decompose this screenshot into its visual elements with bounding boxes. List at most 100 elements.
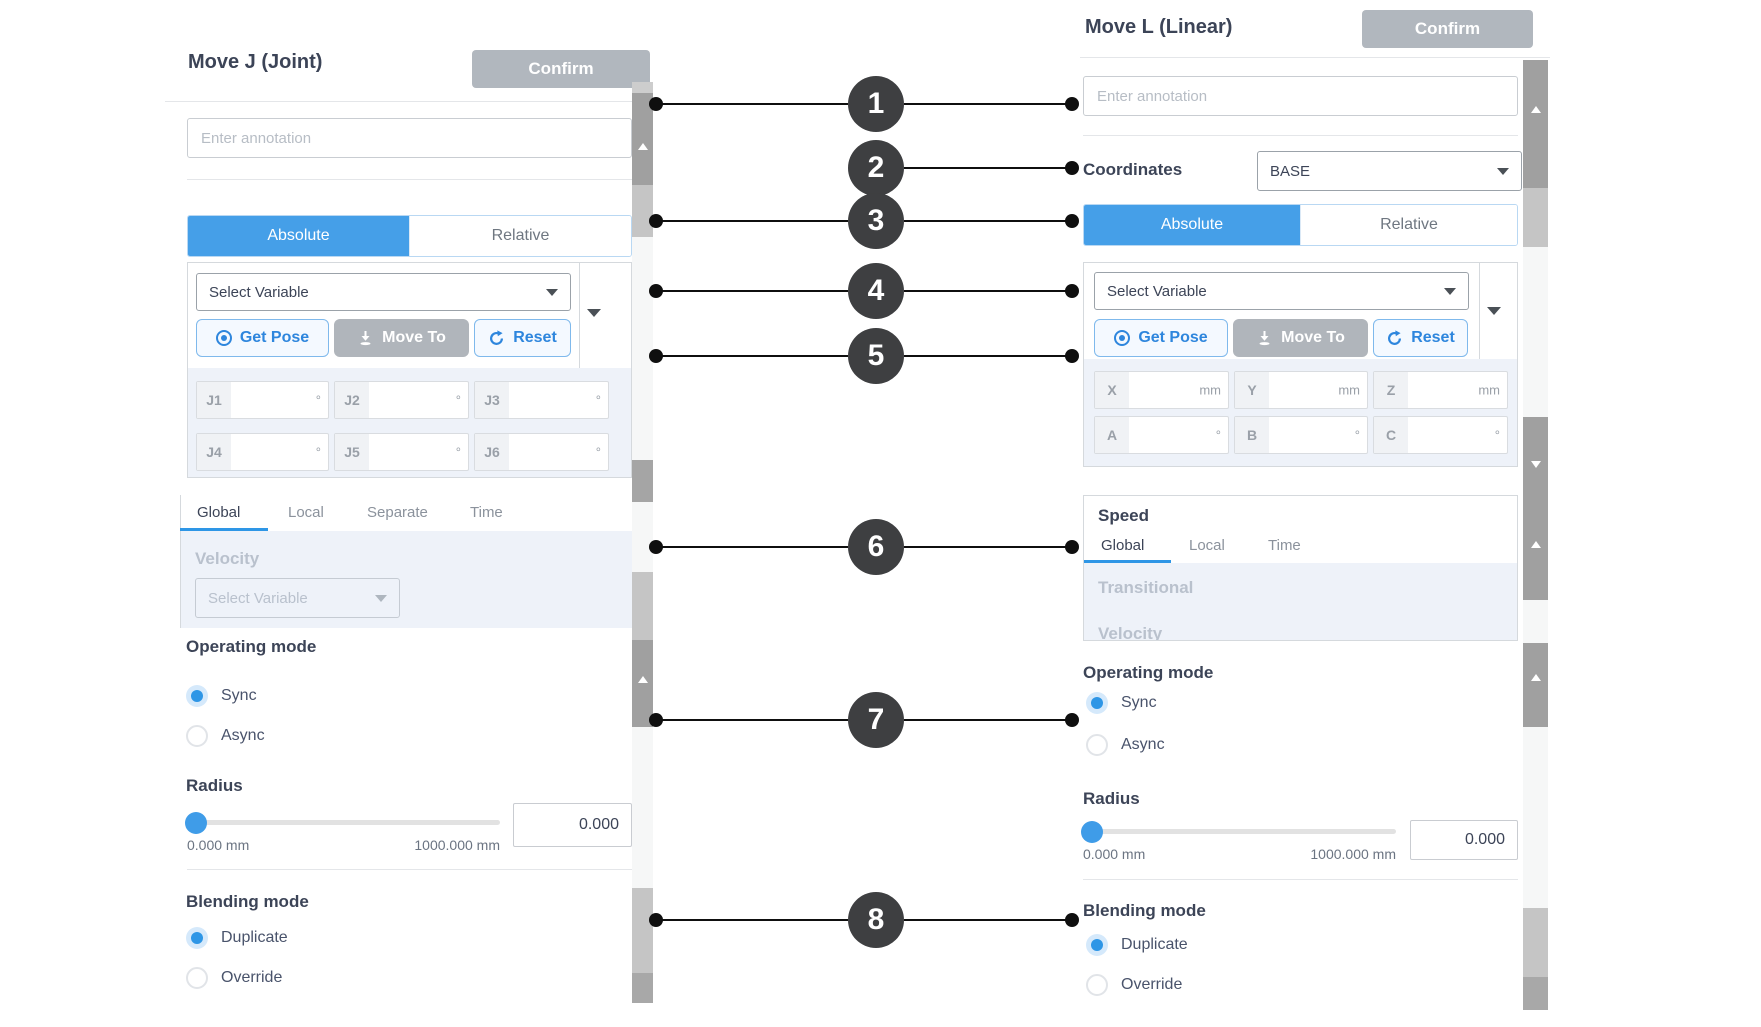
radius-value-input[interactable]: 0.000	[513, 803, 632, 847]
pose-variable-box: Select Variable Get Pose Move To Reset J…	[187, 262, 632, 478]
speed-tab-time[interactable]: Time	[470, 504, 503, 521]
async-option[interactable]: Async	[186, 724, 265, 748]
z-input[interactable]	[1412, 373, 1479, 409]
scroll-up-icon	[637, 676, 648, 683]
c-input[interactable]	[1412, 418, 1479, 454]
duplicate-option[interactable]: Duplicate	[1086, 933, 1188, 957]
tab-relative[interactable]: Relative	[409, 216, 631, 256]
scrollbar-thumb[interactable]	[632, 640, 653, 727]
coordinates-select[interactable]: BASE	[1257, 151, 1522, 191]
override-option[interactable]: Override	[1086, 973, 1182, 997]
override-radio[interactable]	[186, 967, 208, 989]
move-to-button[interactable]: Move To	[334, 319, 469, 357]
speed-box: Speed Global Local Time Transitional Vel…	[1083, 495, 1518, 641]
confirm-button[interactable]: Confirm	[1362, 10, 1533, 48]
divider	[1479, 263, 1480, 359]
scrollbar-thumb[interactable]	[1523, 188, 1548, 247]
scrollbar-thumb[interactable]	[632, 572, 653, 640]
scrollbar-thumb[interactable]	[632, 185, 653, 237]
divider	[187, 869, 632, 870]
override-radio[interactable]	[1086, 974, 1108, 996]
velocity-select[interactable]: Select Variable	[195, 578, 400, 618]
line-endpoint-dot	[1065, 713, 1079, 727]
coordinates-label: Coordinates	[1083, 160, 1183, 179]
expand-chevron-icon[interactable]	[1487, 307, 1501, 315]
j3-input[interactable]	[513, 383, 580, 419]
active-tab-underline	[180, 528, 268, 531]
callout-6: 6	[645, 519, 1085, 575]
callout-5: 5	[645, 328, 1085, 384]
radius-slider-track[interactable]	[1083, 829, 1396, 834]
scrollbar-track	[632, 727, 653, 888]
scrollbar-thumb[interactable]	[1523, 417, 1548, 600]
move-to-button[interactable]: Move To	[1233, 319, 1368, 357]
annotation-input[interactable]	[1083, 76, 1518, 116]
get-pose-button[interactable]: Get Pose	[196, 319, 329, 357]
duplicate-radio[interactable]	[1086, 934, 1108, 956]
scrollbar-thumb[interactable]	[632, 460, 653, 502]
y-input[interactable]	[1273, 373, 1339, 409]
a-input[interactable]	[1133, 418, 1200, 454]
get-pose-button[interactable]: Get Pose	[1094, 319, 1228, 357]
speed-tab-global[interactable]: Global	[1101, 537, 1145, 554]
confirm-button[interactable]: Confirm	[472, 50, 650, 88]
reset-button[interactable]: Reset	[474, 319, 571, 357]
radius-slider-handle[interactable]	[185, 812, 207, 834]
speed-tab-global[interactable]: Global	[197, 504, 241, 521]
scrollbar-thumb[interactable]	[1523, 977, 1548, 1010]
radius-slider-track[interactable]	[187, 820, 500, 825]
tab-absolute[interactable]: Absolute	[188, 216, 409, 256]
callout-line	[904, 919, 1072, 921]
callout-number: 1	[848, 76, 904, 132]
callout-line	[656, 290, 848, 292]
radius-slider-handle[interactable]	[1081, 821, 1103, 843]
expand-chevron-icon[interactable]	[587, 309, 601, 317]
callout-line	[656, 546, 848, 548]
j2-input[interactable]	[373, 383, 440, 419]
variable-select[interactable]: Select Variable	[1094, 272, 1469, 310]
sync-option[interactable]: Sync	[1086, 691, 1157, 715]
scrollbar-thumb[interactable]	[632, 82, 653, 93]
sync-radio[interactable]	[186, 685, 208, 707]
b-input[interactable]	[1273, 418, 1339, 454]
async-radio[interactable]	[1086, 734, 1108, 756]
transitional-label: Transitional	[1098, 578, 1194, 597]
j1-input[interactable]	[235, 383, 300, 419]
async-radio[interactable]	[186, 725, 208, 747]
tab-relative[interactable]: Relative	[1300, 205, 1517, 245]
async-option[interactable]: Async	[1086, 733, 1165, 757]
mm-unit: mm	[1338, 382, 1360, 398]
scrollbar-track	[1523, 247, 1548, 417]
j5-input[interactable]	[373, 435, 440, 471]
duplicate-option[interactable]: Duplicate	[186, 926, 288, 950]
reset-button[interactable]: Reset	[1373, 319, 1468, 357]
divider	[165, 101, 655, 102]
override-option[interactable]: Override	[186, 966, 282, 990]
variable-select-value: Select Variable	[209, 283, 309, 301]
scrollbar-thumb[interactable]	[632, 93, 653, 185]
speed-tab-time[interactable]: Time	[1268, 537, 1301, 554]
speed-tab-local[interactable]: Local	[288, 504, 324, 521]
radius-value-input[interactable]: 0.000	[1410, 820, 1518, 860]
x-input[interactable]	[1133, 373, 1200, 409]
joint-field-j3: J3 °	[474, 381, 609, 419]
scrollbar-thumb[interactable]	[1523, 908, 1548, 977]
duplicate-radio[interactable]	[186, 927, 208, 949]
speed-tab-separate[interactable]: Separate	[367, 504, 428, 521]
sync-radio[interactable]	[1086, 692, 1108, 714]
joint-field-j2: J2 °	[334, 381, 469, 419]
tab-absolute[interactable]: Absolute	[1084, 205, 1300, 245]
variable-select[interactable]: Select Variable	[196, 273, 571, 311]
j4-input[interactable]	[235, 435, 300, 471]
divider	[187, 179, 632, 180]
scroll-up-icon	[1530, 674, 1541, 681]
scrollbar-thumb[interactable]	[632, 888, 653, 973]
scrollbar-thumb[interactable]	[632, 973, 653, 1003]
j6-input[interactable]	[513, 435, 580, 471]
annotation-input[interactable]	[187, 118, 632, 158]
callout-number: 2	[848, 140, 904, 196]
sync-option[interactable]: Sync	[186, 684, 257, 708]
scrollbar-thumb[interactable]	[1523, 643, 1548, 727]
scrollbar-thumb[interactable]	[1523, 60, 1548, 188]
speed-tab-local[interactable]: Local	[1189, 537, 1225, 554]
